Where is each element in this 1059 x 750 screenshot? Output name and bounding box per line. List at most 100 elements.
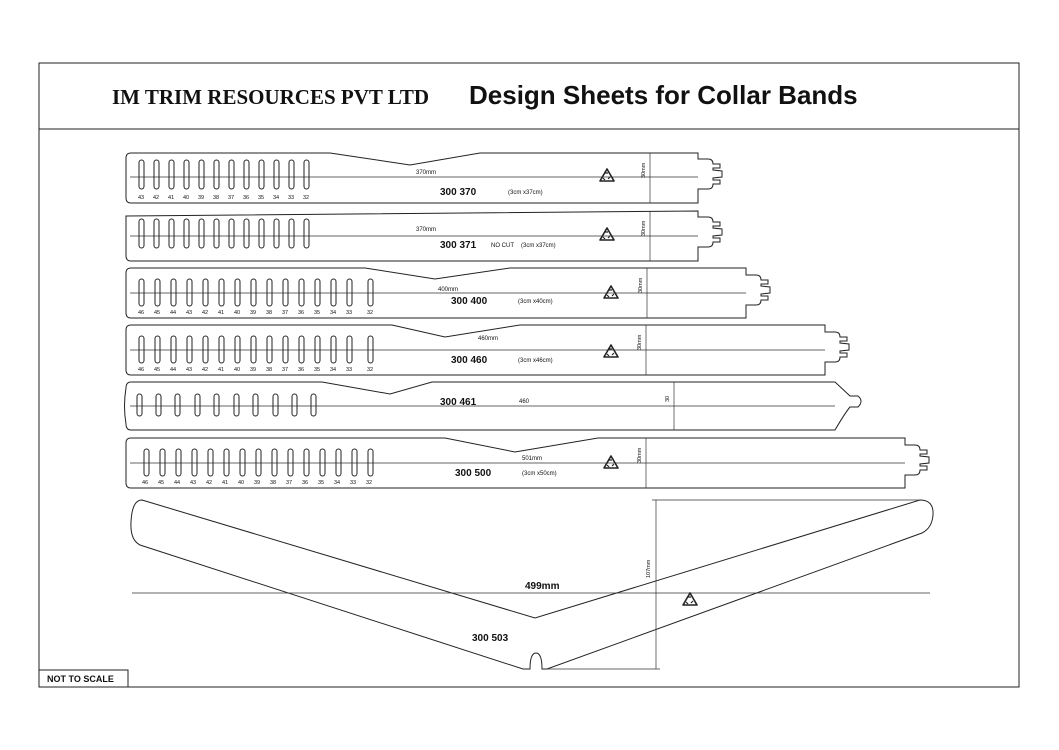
outer-frame — [38, 62, 1020, 688]
width-label: 30mm — [641, 162, 647, 178]
size-labels: 46 45 44 43 42 41 40 39 38 37 36 35 34 3… — [138, 367, 373, 373]
size-label: 43 — [190, 480, 196, 486]
size-label: 35 — [258, 195, 264, 201]
band-300-400: 46 45 44 43 42 41 40 39 38 37 36 35 34 3… — [125, 267, 771, 319]
size-label: 43 — [138, 195, 144, 201]
slot-group — [138, 159, 310, 190]
size-label: 32 — [367, 310, 373, 316]
band-code: 300 460 — [451, 355, 488, 366]
width-label: 30mm — [637, 334, 643, 350]
size-label: 41 — [222, 480, 228, 486]
size-label: 33 — [288, 195, 294, 201]
size-label: 34 — [330, 310, 336, 316]
size-label: 41 — [168, 195, 174, 201]
company-name: IM TRIM RESOURCES PVT LTD — [112, 85, 429, 109]
size-label: 36 — [298, 367, 304, 373]
size-label: 34 — [273, 195, 279, 201]
recycle-icon — [603, 285, 619, 299]
band-outline — [125, 437, 930, 489]
size-label: 42 — [202, 367, 208, 373]
size-label: 39 — [254, 480, 260, 486]
band-outline — [125, 210, 723, 262]
recycle-icon — [603, 344, 619, 358]
size-label: 33 — [346, 310, 352, 316]
size-label: 45 — [154, 367, 160, 373]
size-labels: 46 45 44 43 42 41 40 39 38 37 36 35 34 3… — [138, 310, 373, 316]
band-outline — [125, 152, 723, 204]
size-label: 36 — [243, 195, 249, 201]
slot-group — [138, 335, 374, 364]
size-label: 37 — [228, 195, 234, 201]
size-label: 45 — [154, 310, 160, 316]
size-label: 39 — [250, 367, 256, 373]
size-label: 45 — [158, 480, 164, 486]
band-code: 300 503 — [472, 633, 509, 644]
size-label: 39 — [198, 195, 204, 201]
band-300-460: 46 45 44 43 42 41 40 39 38 37 36 35 34 3… — [125, 324, 850, 376]
scale-note-box — [38, 669, 129, 688]
size-label: 33 — [346, 367, 352, 373]
size-label: 44 — [170, 367, 176, 373]
size-label: 35 — [314, 367, 320, 373]
size-label: 44 — [174, 480, 180, 486]
band-code: 300 500 — [455, 468, 492, 479]
band-300-503: 499mm 107mm 300 503 — [130, 499, 934, 670]
height-label: 107mm — [646, 559, 652, 578]
size-label: 42 — [153, 195, 159, 201]
size-label: 46 — [142, 480, 148, 486]
size-label: 42 — [202, 310, 208, 316]
band-outline — [124, 381, 862, 431]
band-size: (3cm x46cm) — [518, 358, 553, 364]
size-label: 37 — [282, 367, 288, 373]
size-labels: 46 45 44 43 42 41 40 39 38 37 36 35 34 3… — [142, 480, 372, 486]
length-label: 460mm — [478, 336, 498, 342]
band-outline — [130, 499, 934, 670]
recycle-icon — [599, 227, 615, 241]
scale-note: NOT TO SCALE — [47, 674, 114, 684]
size-label: 34 — [334, 480, 340, 486]
band-300-370: 43 42 41 40 39 38 37 36 35 34 33 32 370m… — [125, 152, 723, 204]
size-label: 40 — [234, 367, 240, 373]
slot-group — [138, 278, 374, 307]
band-outline — [125, 324, 850, 376]
size-label: 39 — [250, 310, 256, 316]
slot-group — [138, 218, 310, 249]
recycle-icon — [603, 455, 619, 469]
band-code: 300 371 — [440, 240, 477, 251]
width-label: 30mm — [638, 277, 644, 293]
size-label: 41 — [218, 310, 224, 316]
slot-group — [143, 448, 374, 477]
length-label: 370mm — [416, 170, 436, 176]
band-300-461: 300 461 460 30 — [124, 381, 862, 431]
size-label: 43 — [186, 310, 192, 316]
size-label: 37 — [282, 310, 288, 316]
length-label: 499mm — [525, 581, 560, 592]
size-label: 33 — [350, 480, 356, 486]
size-label: 46 — [138, 367, 144, 373]
size-label: 42 — [206, 480, 212, 486]
band-code: 300 370 — [440, 187, 477, 198]
size-label: 40 — [234, 310, 240, 316]
size-label: 43 — [186, 367, 192, 373]
recycle-icon — [599, 168, 615, 182]
size-label: 37 — [286, 480, 292, 486]
width-label: 30 — [665, 396, 671, 402]
band-size: (3cm x50cm) — [522, 471, 557, 477]
length-label: 370mm — [416, 227, 436, 233]
size-label: 41 — [218, 367, 224, 373]
size-label: 38 — [270, 480, 276, 486]
slot-group — [136, 393, 317, 417]
size-label: 36 — [298, 310, 304, 316]
size-label: 32 — [367, 367, 373, 373]
band-note: NO CUT — [491, 243, 514, 249]
size-label: 38 — [266, 367, 272, 373]
size-label: 32 — [303, 195, 309, 201]
recycle-icon — [682, 592, 698, 606]
size-labels: 43 42 41 40 39 38 37 36 35 34 33 32 — [138, 195, 309, 201]
width-label: 30mm — [641, 220, 647, 236]
band-300-500: 46 45 44 43 42 41 40 39 38 37 36 35 34 3… — [125, 437, 930, 489]
size-label: 38 — [266, 310, 272, 316]
size-label: 35 — [318, 480, 324, 486]
band-code: 300 461 — [440, 397, 477, 408]
